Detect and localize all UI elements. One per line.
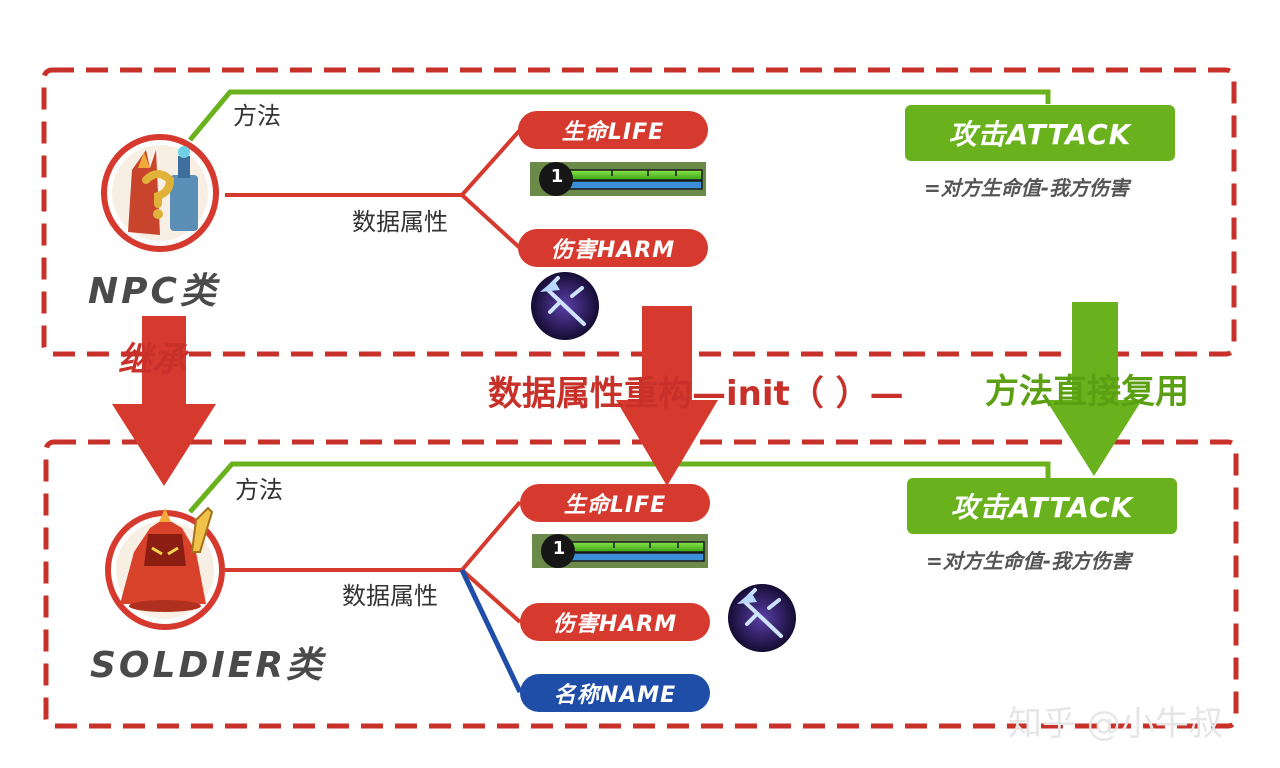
- npc-class-box: [41, 67, 1237, 357]
- soldier-life-attribute: 生命LIFE: [520, 484, 710, 522]
- soldier-name-line: [459, 568, 523, 694]
- soldier-level-number: 1: [552, 538, 566, 559]
- npc-data-label: 数据属性: [352, 208, 448, 236]
- npc-method-line: [188, 89, 1051, 142]
- soldier-harm-attribute: 伤害HARM: [520, 603, 710, 641]
- npc-level-number: 1: [550, 166, 564, 187]
- npc-data-line: [225, 128, 522, 250]
- soldier-avatar-icon: [105, 506, 225, 630]
- soldier-name-attribute: 名称NAME: [520, 674, 710, 712]
- npc-class-name: NPC类: [88, 271, 219, 312]
- npc-avatar-icon: [101, 134, 219, 252]
- refactor-arrow: [616, 306, 718, 486]
- inherit-label: 继承: [118, 340, 186, 380]
- npc-attack-method: 攻击ATTACK: [905, 105, 1175, 161]
- reuse-arrow: [1046, 302, 1142, 476]
- soldier-class-name: SOLDIER类: [90, 645, 326, 686]
- soldier-method-label: 方法: [235, 476, 283, 504]
- soldier-method-line: [188, 461, 1051, 514]
- npc-harm-attribute: 伤害HARM: [518, 229, 708, 267]
- soldier-data-label: 数据属性: [342, 582, 438, 610]
- npc-method-label: 方法: [233, 102, 281, 130]
- refactor-label: 数据属性重构—init（ ）—: [488, 374, 904, 414]
- soldier-attack-formula: =对方生命值-我方伤害: [926, 549, 1132, 573]
- npc-health-bar: [530, 162, 706, 196]
- watermark: 知乎 @小牛叔: [1008, 704, 1223, 744]
- soldier-health-bar: [532, 534, 708, 568]
- soldier-attack-method: 攻击ATTACK: [907, 478, 1177, 534]
- npc-life-attribute: 生命LIFE: [518, 111, 708, 149]
- reuse-label: 方法直接复用: [985, 372, 1189, 412]
- npc-attack-formula: =对方生命值-我方伤害: [924, 176, 1130, 200]
- inherit-arrow: [112, 316, 216, 486]
- soldier-trident-weapon-icon: [728, 584, 796, 652]
- npc-trident-weapon-icon: [531, 272, 599, 340]
